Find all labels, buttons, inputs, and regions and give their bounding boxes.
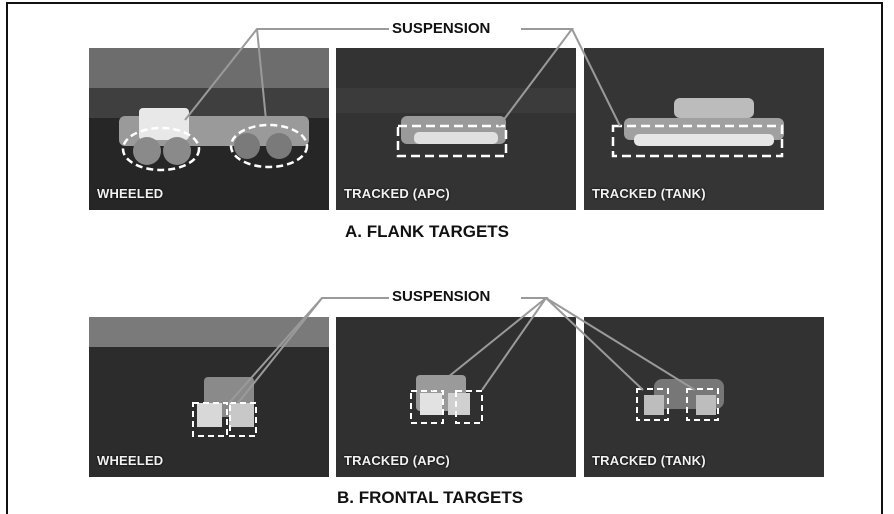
panel-flank-apc: TRACKED (APC) xyxy=(336,48,576,210)
suspension-label-b: SUSPENSION xyxy=(389,288,494,305)
caption-flank-targets: A. FLANK TARGETS xyxy=(345,222,510,241)
panel-frontal-tank: TRACKED (TANK) xyxy=(584,317,824,477)
panel-frontal-wheeled: WHEELED xyxy=(89,317,329,477)
panel-flank-wheeled: WHEELED xyxy=(89,48,329,210)
panel-flank-tank: TRACKED (TANK) xyxy=(584,48,824,210)
caption-frontal-targets: B. FRONTAL TARGETS xyxy=(337,488,524,507)
panel-label-apc-frontal: TRACKED (APC) xyxy=(344,453,450,468)
panel-label-tank-flank: TRACKED (TANK) xyxy=(592,186,706,201)
panel-label-wheeled-frontal: WHEELED xyxy=(97,453,164,468)
thermal-image-tank-flank xyxy=(584,48,824,210)
panel-label-wheeled-flank: WHEELED xyxy=(97,186,164,201)
figure-frame xyxy=(6,2,883,514)
panel-label-apc-flank: TRACKED (APC) xyxy=(344,186,450,201)
panel-label-tank-frontal: TRACKED (TANK) xyxy=(592,453,706,468)
suspension-label-a: SUSPENSION xyxy=(389,20,494,37)
panel-frontal-apc: TRACKED (APC) xyxy=(336,317,576,477)
